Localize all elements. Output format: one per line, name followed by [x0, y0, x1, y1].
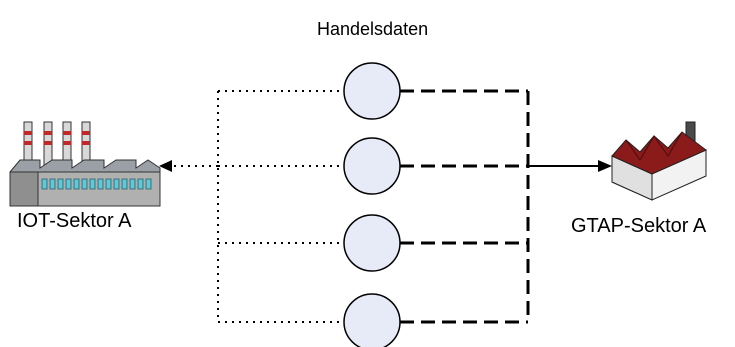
power-plant-icon: [9, 121, 161, 207]
arrowhead-to-gtap: [598, 160, 612, 172]
trade-node-3: [343, 214, 401, 272]
arrowhead-to-iot: [159, 160, 172, 172]
diagram-title: Handelsdaten: [317, 19, 429, 39]
plant-windows: [41, 178, 152, 190]
iot-sector-label: IOT-Sektor A: [17, 210, 132, 232]
trade-nodes: [343, 62, 401, 347]
factory-icon: [611, 121, 707, 201]
factory-roof: [611, 131, 707, 175]
dashed-connectors: [400, 89, 530, 324]
trade-node-2: [343, 137, 401, 195]
trade-node-4: [343, 293, 401, 347]
dotted-connectors: [172, 90, 344, 323]
gtap-sector-label: GTAP-Sektor A: [571, 215, 707, 237]
trade-node-1: [343, 62, 401, 120]
